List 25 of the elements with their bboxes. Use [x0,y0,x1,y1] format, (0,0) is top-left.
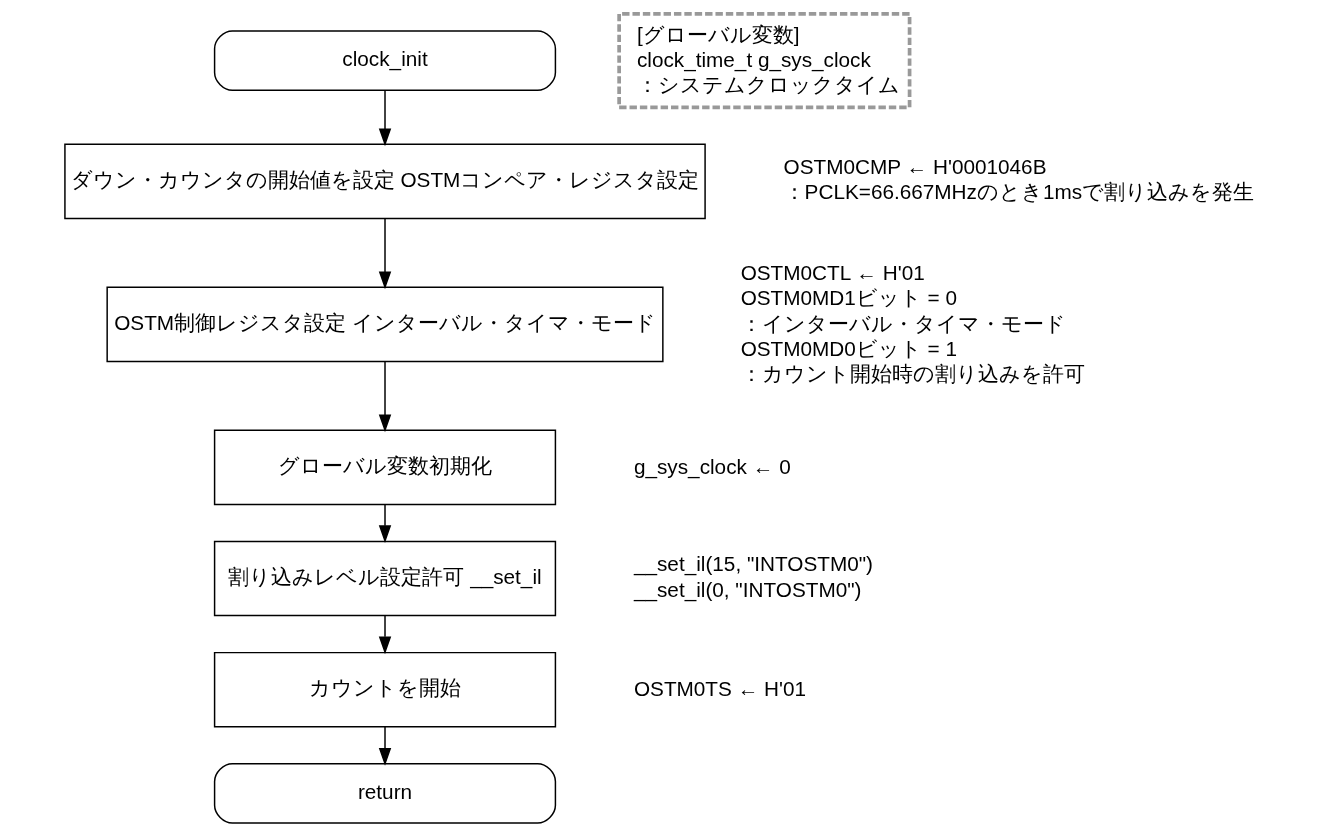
node-box: カウントを開始 [213,651,557,728]
arrow [378,89,392,147]
node-label: g_sys_clock ← 0 [633,454,791,478]
arrow [378,504,392,544]
node-box: [グローバル変数] clock_time_t g_sys_clock ：システムクロックタイム [617,12,912,110]
node-label: OSTM0CTL ← H'01 [740,261,925,285]
node-box: ダウン・カウンタの開始値を設定 OSTMコンペア・レジスタ設定 [64,143,706,220]
node-box: グローバル変数初期化 [213,429,557,506]
node-label: __set_il(0, "INTOSTM0") [633,577,862,601]
node-label: __set_il(15, "INTOSTM0") [633,552,873,576]
node-label: OSTM0TS ← H'01 [633,676,807,700]
arrow [378,361,392,433]
arrow [378,726,392,766]
node-box: OSTM制御レジスタ設定 インターバル・タイマ・モード [106,286,664,363]
node-label: OSTM0CMP ← H'0001046B [783,155,1047,179]
arrow [378,615,392,655]
node-box: clock_init [213,30,557,91]
node-label: OSTM0MD1ビット = 0 [740,286,958,310]
node-label: ：インターバル・タイマ・モード [740,311,1066,335]
arrow [378,218,392,290]
node-label: ：カウント開始時の割り込みを許可 [740,362,1085,386]
node-label: OSTM0MD0ビット = 1 [740,336,958,360]
node-box: return [213,763,557,824]
node-box: 割り込みレベル設定許可 __set_il [213,540,557,617]
node-label: ：PCLK=66.667MHzのとき1msで割り込みを発生 [783,180,1255,204]
